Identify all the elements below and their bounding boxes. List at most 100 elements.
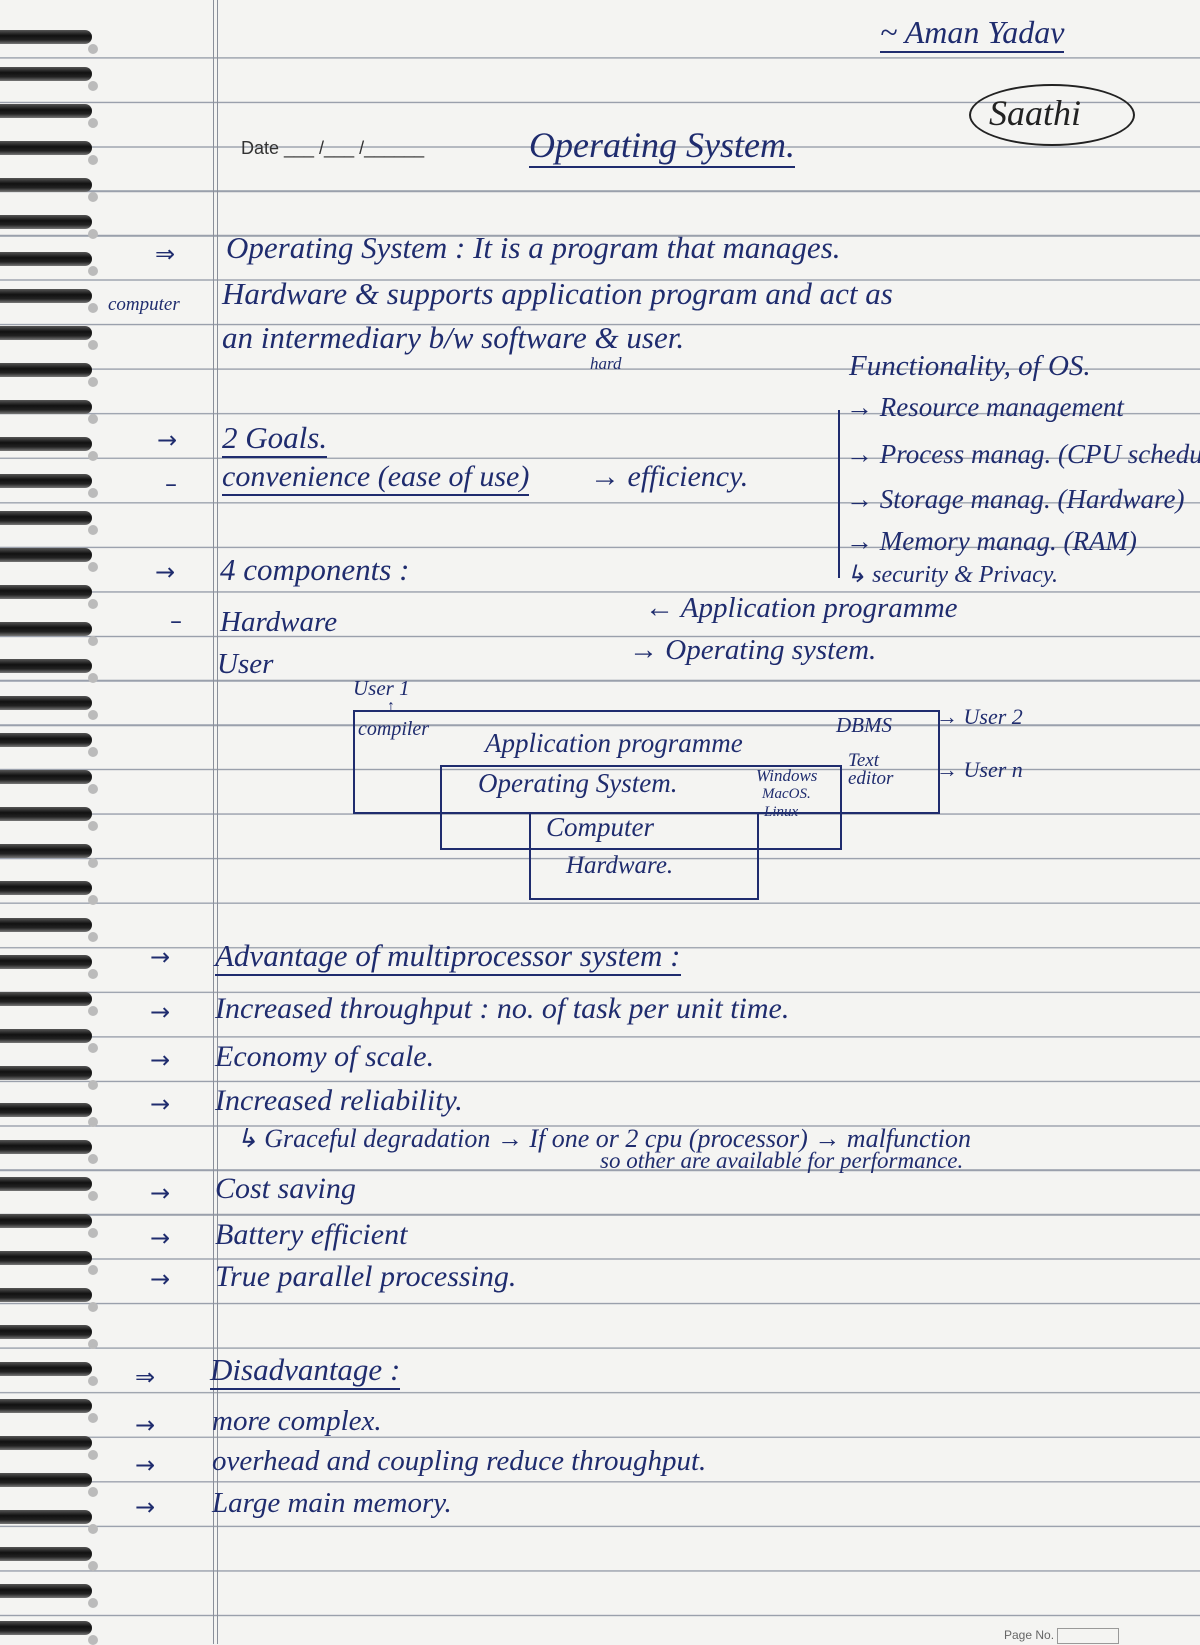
spiral-ring — [0, 1066, 92, 1080]
spiral-ring — [0, 992, 92, 1006]
arrow-icon: → — [150, 1224, 171, 1252]
advantage-item: Increased throughput : no. of task per u… — [215, 992, 790, 1025]
spiral-ring — [0, 659, 92, 673]
spiral-ring — [0, 1325, 92, 1339]
disadvantage-item: Large main memory. — [212, 1487, 452, 1519]
punch-hole — [88, 1450, 98, 1460]
functionality-item: → Resource management — [846, 392, 1124, 422]
spiral-ring — [0, 252, 92, 266]
punch-hole — [88, 1080, 98, 1090]
disadvantages-heading: Disadvantage : — [210, 1352, 401, 1390]
spiral-ring — [0, 400, 92, 414]
up-arrow-icon: ↑ — [387, 698, 395, 715]
functionality-item: → Memory manag. (RAM) — [846, 526, 1137, 556]
arrow-icon: ⇒ — [135, 1363, 156, 1391]
spiral-ring — [0, 437, 92, 451]
compiler-label: compiler — [358, 718, 430, 740]
punch-hole — [88, 969, 98, 979]
spiral-ring — [0, 1547, 92, 1561]
spiral-ring — [0, 326, 92, 340]
punch-hole — [88, 673, 98, 683]
computer-box — [529, 812, 759, 900]
spiral-ring — [0, 30, 92, 44]
spiral-ring — [0, 733, 92, 747]
arrow-icon: → — [150, 998, 171, 1026]
dbms-label: DBMS — [836, 713, 892, 737]
advantage-item: Battery efficient — [215, 1218, 408, 1251]
spiral-ring — [0, 770, 92, 784]
functionality-heading: Functionality, of OS. — [849, 350, 1091, 382]
application-label: Application programme — [485, 728, 743, 758]
spiral-ring — [0, 1399, 92, 1413]
page-number-box — [1057, 1628, 1120, 1644]
spiral-ring — [0, 1029, 92, 1043]
usern-label: → User n — [936, 757, 1023, 782]
arrow-icon: → — [155, 558, 176, 586]
arrow-icon: → — [135, 1451, 156, 1479]
punch-hole — [88, 895, 98, 905]
punch-hole — [88, 118, 98, 128]
spiral-ring — [0, 1251, 92, 1265]
punch-hole — [88, 1413, 98, 1423]
advantages-heading: Advantage of multiprocessor system : — [215, 938, 681, 976]
spiral-ring — [0, 696, 92, 710]
arrow-icon: → — [150, 1265, 171, 1293]
usern-text: User n — [963, 757, 1023, 782]
spiral-ring — [0, 1362, 92, 1376]
punch-hole — [88, 858, 98, 868]
os-example: MacOS. — [762, 786, 811, 802]
spiral-ring — [0, 807, 92, 821]
spiral-ring — [0, 918, 92, 932]
punch-hole — [88, 451, 98, 461]
arrow-icon: → — [150, 1179, 171, 1207]
punch-hole — [88, 747, 98, 757]
punch-hole — [88, 266, 98, 276]
punch-hole — [88, 377, 98, 387]
saathi-logo: Saathi — [969, 84, 1135, 146]
bracket-line — [838, 410, 840, 578]
date-field: Date ___ /___ /______ — [241, 138, 425, 158]
punch-hole — [88, 525, 98, 535]
spiral-ring — [0, 622, 92, 636]
logo-text: Saathi — [989, 93, 1082, 133]
punch-hole — [88, 562, 98, 572]
punch-hole — [88, 81, 98, 91]
author-name: ~ Aman Yadav — [880, 14, 1065, 53]
goals-heading: 2 Goals. — [222, 420, 328, 458]
definition-line-1: Operating System : It is a program that … — [226, 230, 841, 265]
punch-hole — [88, 192, 98, 202]
page-title: Operating System. — [529, 124, 795, 168]
spiral-ring — [0, 1510, 92, 1524]
punch-hole — [88, 488, 98, 498]
arrow-icon: → — [150, 943, 171, 971]
punch-hole — [88, 1376, 98, 1386]
spiral-ring — [0, 1436, 92, 1450]
arrow-icon: → — [135, 1493, 156, 1521]
punch-hole — [88, 1191, 98, 1201]
user2-label: → User 2 — [936, 704, 1023, 729]
components-heading: 4 components : — [220, 552, 410, 587]
component-hardware: Hardware — [220, 606, 338, 638]
component-user: User — [217, 648, 274, 680]
punch-hole — [88, 155, 98, 165]
spiral-ring — [0, 1140, 92, 1154]
punch-hole — [88, 1598, 98, 1608]
item-text: Resource management — [879, 392, 1124, 422]
spiral-ring — [0, 548, 92, 562]
spiral-ring — [0, 511, 92, 525]
spiral-ring — [0, 1621, 92, 1635]
arrow-icon: → — [150, 1046, 171, 1074]
spiral-ring — [0, 955, 92, 969]
definition-line-3: an intermediary b/w software & user. — [222, 320, 685, 355]
advantage-item: Increased reliability. — [215, 1084, 463, 1117]
arrow-icon: – — [165, 470, 177, 498]
functionality-item: → Storage manag. (Hardware) — [846, 484, 1185, 514]
page-no-text: Page No. — [1004, 1628, 1055, 1643]
arrow-icon: – — [170, 607, 182, 635]
advantage-item: Cost saving — [215, 1172, 356, 1205]
punch-hole — [88, 340, 98, 350]
punch-hole — [88, 1265, 98, 1275]
margin-note: computer — [108, 294, 180, 315]
punch-hole — [88, 1302, 98, 1312]
